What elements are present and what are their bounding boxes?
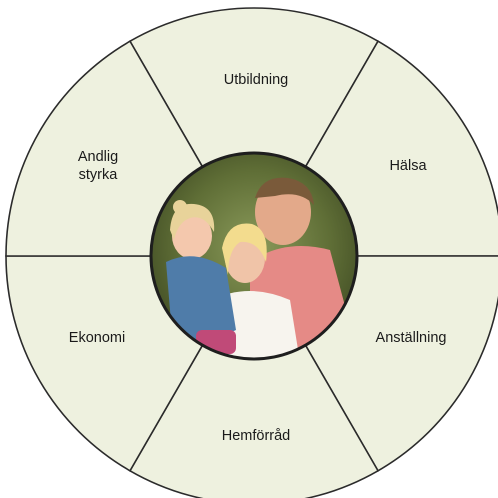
segment-utbildning-label: Utbildning [224,72,289,88]
segment-anstallning-label: Anställning [376,330,447,346]
family-photo [149,151,359,361]
segment-halsa-label: Hälsa [389,158,427,174]
segment-andlig-styrka-label: styrka [79,167,119,183]
segments-layer [5,7,498,498]
segment-hemforrad-label: Hemförråd [222,428,291,444]
segment-ekonomi-label: Ekonomi [69,330,125,346]
photo-ring [149,151,359,361]
segment-andlig-styrka-label: Andlig [78,149,118,165]
